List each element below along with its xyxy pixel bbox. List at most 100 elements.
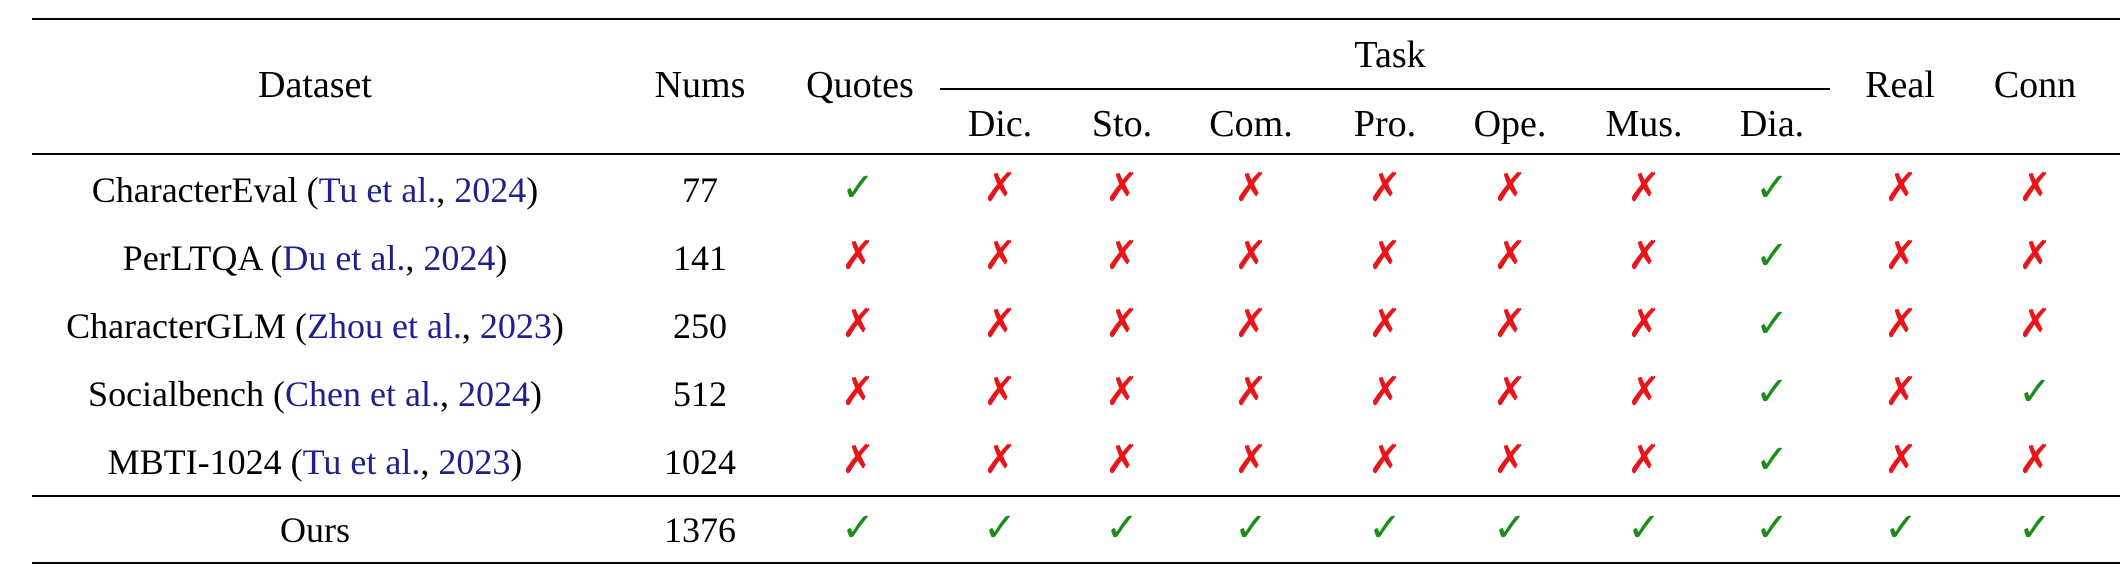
- quotes-cross-icon: ✗: [841, 369, 875, 415]
- task-4-check-icon: ✓: [1493, 505, 1527, 551]
- task-4-cross-icon: ✗: [1493, 165, 1527, 211]
- dataset-name: CharacterEval: [91, 170, 298, 210]
- task-4-cross-icon: ✗: [1493, 233, 1527, 279]
- task-0-cross-icon: ✗: [983, 233, 1017, 279]
- citation-close-paren: ): [495, 238, 508, 278]
- citation-year-link[interactable]: 2024: [454, 170, 527, 210]
- task-4-cross-icon: ✗: [1493, 301, 1527, 347]
- conn-check-icon: ✓: [2018, 369, 2052, 415]
- citation-open-paren: (: [285, 306, 307, 346]
- task-2-cross-icon: ✗: [1234, 437, 1268, 483]
- citation-separator: ,: [439, 374, 458, 414]
- task-5-check-icon: ✓: [1627, 505, 1661, 551]
- task-1-cross-icon: ✗: [1105, 165, 1139, 211]
- citation-open-paren: (: [261, 238, 283, 278]
- real-cross-icon: ✗: [1884, 233, 1918, 279]
- bottom-rule: [32, 562, 2120, 564]
- task-6-check-icon: ✓: [1755, 301, 1789, 347]
- task-2-cross-icon: ✗: [1234, 165, 1268, 211]
- dataset-name-cell: PerLTQA (Du et al., 2024): [15, 240, 615, 276]
- task-3-cross-icon: ✗: [1368, 233, 1402, 279]
- ours-rule: [32, 495, 2120, 497]
- citation-separator: ,: [461, 306, 480, 346]
- quotes-cross-icon: ✗: [841, 301, 875, 347]
- task-6-check-icon: ✓: [1755, 505, 1789, 551]
- task-rule: [940, 88, 1830, 90]
- task-6-check-icon: ✓: [1755, 233, 1789, 279]
- citation-separator: ,: [436, 170, 455, 210]
- conn-check-icon: ✓: [2018, 505, 2052, 551]
- dataset-name-cell: Ours: [15, 512, 615, 548]
- citation-author-link[interactable]: Zhou et al.: [306, 306, 462, 346]
- quotes-cross-icon: ✗: [841, 437, 875, 483]
- nums-cell: 77: [682, 170, 718, 210]
- nums-cell: 512: [673, 374, 727, 414]
- task-3-cross-icon: ✗: [1368, 437, 1402, 483]
- citation-year-link[interactable]: 2023: [438, 442, 511, 482]
- dataset-name: CharacterGLM: [66, 306, 286, 346]
- task-0-cross-icon: ✗: [983, 369, 1017, 415]
- header-task-4: Ope.: [1473, 103, 1547, 145]
- real-cross-icon: ✗: [1884, 301, 1918, 347]
- task-3-cross-icon: ✗: [1368, 165, 1402, 211]
- task-0-cross-icon: ✗: [983, 301, 1017, 347]
- task-1-cross-icon: ✗: [1105, 301, 1139, 347]
- task-6-check-icon: ✓: [1755, 369, 1789, 415]
- citation-close-paren: ): [551, 306, 564, 346]
- citation-separator: ,: [405, 238, 424, 278]
- citation-open-paren: (: [281, 442, 303, 482]
- header-real: Real: [1865, 64, 1935, 106]
- citation-author-link[interactable]: Du et al.: [282, 238, 406, 278]
- task-5-cross-icon: ✗: [1627, 233, 1661, 279]
- dataset-name: MBTI-1024: [107, 442, 282, 482]
- citation-close-paren: ): [529, 374, 542, 414]
- task-3-check-icon: ✓: [1368, 505, 1402, 551]
- citation-close-paren: ): [510, 442, 523, 482]
- real-cross-icon: ✗: [1884, 369, 1918, 415]
- task-5-cross-icon: ✗: [1627, 301, 1661, 347]
- conn-cross-icon: ✗: [2018, 165, 2052, 211]
- header-rule: [32, 153, 2120, 155]
- citation-year-link[interactable]: 2024: [457, 374, 530, 414]
- task-3-cross-icon: ✗: [1368, 301, 1402, 347]
- citation-year-link[interactable]: 2024: [423, 238, 496, 278]
- task-5-cross-icon: ✗: [1627, 369, 1661, 415]
- citation-close-paren: ): [526, 170, 539, 210]
- task-2-check-icon: ✓: [1234, 505, 1268, 551]
- header-task-5: Mus.: [1605, 103, 1683, 145]
- task-6-check-icon: ✓: [1755, 165, 1789, 211]
- dataset-name: PerLTQA: [122, 238, 262, 278]
- citation-author-link[interactable]: Chen et al.: [285, 374, 440, 414]
- header-task-1: Sto.: [1091, 103, 1153, 145]
- task-3-cross-icon: ✗: [1368, 369, 1402, 415]
- header-dataset: Dataset: [258, 64, 372, 106]
- top-rule: [32, 18, 2120, 20]
- task-1-check-icon: ✓: [1105, 505, 1139, 551]
- header-conn: Conn: [1993, 64, 2077, 106]
- dataset-name-cell: MBTI-1024 (Tu et al., 2023): [15, 444, 615, 480]
- header-quotes: Quotes: [806, 64, 914, 106]
- citation-author-link[interactable]: Tu et al.: [318, 170, 437, 210]
- real-cross-icon: ✗: [1884, 437, 1918, 483]
- citation-open-paren: (: [297, 170, 319, 210]
- header-task-0: Dic.: [967, 103, 1033, 145]
- citation-year-link[interactable]: 2023: [479, 306, 552, 346]
- header-task-6: Dia.: [1739, 103, 1805, 145]
- header-task: Task: [1354, 34, 1426, 76]
- task-2-cross-icon: ✗: [1234, 233, 1268, 279]
- task-6-check-icon: ✓: [1755, 437, 1789, 483]
- dataset-name-cell: CharacterEval (Tu et al., 2024): [15, 172, 615, 208]
- task-5-cross-icon: ✗: [1627, 437, 1661, 483]
- task-2-cross-icon: ✗: [1234, 369, 1268, 415]
- citation-author-link[interactable]: Tu et al.: [302, 442, 421, 482]
- citation-separator: ,: [420, 442, 439, 482]
- header-task-2: Com.: [1209, 103, 1293, 145]
- task-0-cross-icon: ✗: [983, 165, 1017, 211]
- nums-cell: 1024: [664, 442, 736, 482]
- conn-cross-icon: ✗: [2018, 301, 2052, 347]
- task-2-cross-icon: ✗: [1234, 301, 1268, 347]
- conn-cross-icon: ✗: [2018, 437, 2052, 483]
- task-1-cross-icon: ✗: [1105, 369, 1139, 415]
- quotes-cross-icon: ✗: [841, 233, 875, 279]
